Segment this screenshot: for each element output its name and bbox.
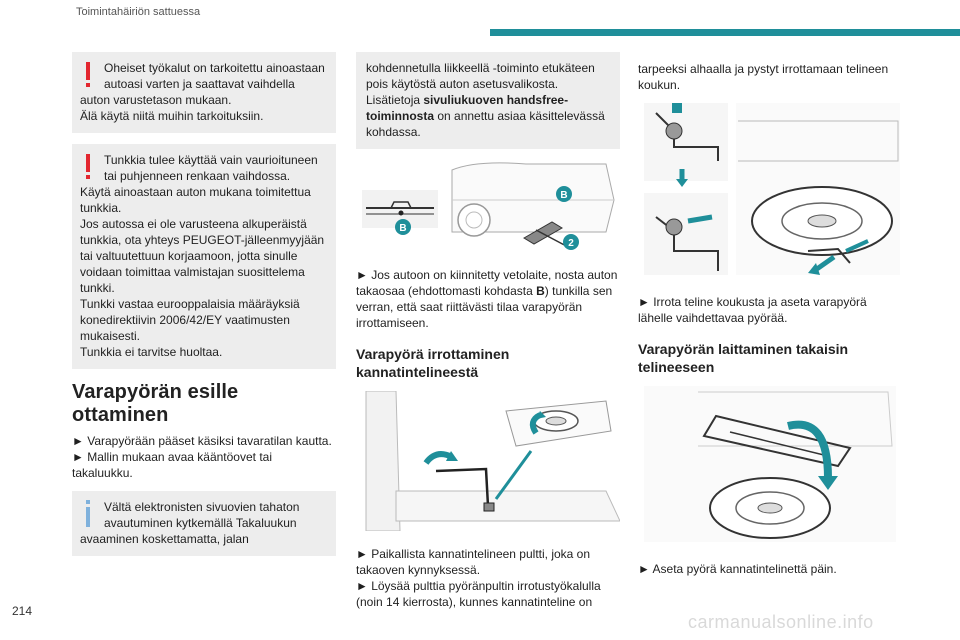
header-accent-bar	[490, 29, 960, 36]
section-heading-spare-wheel: Varapyörän esille ottaminen	[72, 381, 239, 426]
column-2: kohdennetulla liikkeellä -toiminto etukä…	[356, 52, 621, 610]
section-heading-refit-wheel: Varapyörän laittaminen takaisin telinees…	[638, 341, 849, 375]
instruction-bold: B	[536, 284, 545, 298]
unhook-carrier-illustration	[644, 103, 900, 275]
watermark: carmanualsonline.info	[688, 612, 874, 632]
instruction-face-carrier: ► Aseta pyörä kannatintelinettä päin.	[638, 562, 837, 576]
carrier-bolt-illustration	[365, 390, 621, 532]
warning-box-tools: Oheiset työkalut on tarkoitettu ainoasta…	[72, 52, 336, 133]
instruction-loosen-bolt: ► Paikallista kannatintelineen pultti, j…	[356, 547, 601, 609]
page-number: 214	[12, 604, 33, 618]
instruction-place-wheel: ► Irrota teline koukusta ja aseta varapy…	[638, 295, 867, 325]
warning-box-jack: Tunkkia tulee käyttää vain vaurioituneen…	[72, 144, 336, 369]
instruction-part: ) tunkilla sen verran, että saat riittäv…	[356, 284, 613, 330]
instruction-continued: tarpeeksi alhaalla ja pystyt irrottamaan…	[638, 62, 889, 92]
refit-wheel-illustration	[644, 386, 896, 542]
info-box-continued: kohdennetulla liikkeellä -toiminto etukä…	[356, 52, 620, 149]
figure-unhook-carrier	[638, 101, 902, 284]
label-2: 2	[568, 238, 574, 249]
figure-carrier-bolt	[356, 390, 621, 536]
instruction-text: ► Varapyörään pääset käsiksi tavaratilan…	[72, 434, 332, 480]
warning-text-tools: Oheiset työkalut on tarkoitettu ainoasta…	[80, 61, 325, 123]
warning-text-jack: Tunkkia tulee käyttää vain vaurioituneen…	[80, 153, 325, 359]
warning-icon	[80, 60, 104, 90]
info-icon	[80, 499, 104, 529]
info-text-bold: sivuliukuoven handsfree-toiminnosta	[366, 93, 569, 123]
warning-icon	[80, 152, 104, 182]
figure-jack-point: B B 2	[356, 160, 620, 257]
section-heading-remove-carrier: Varapyörä irrottaminen kannatintelineest…	[356, 346, 510, 380]
info-text-side-doors: Vältä elektronisten sivuovien tahaton av…	[80, 500, 300, 546]
info-text-part: kohdennetulla liikkeellä -toiminto etukä…	[366, 61, 595, 107]
label-b: B	[399, 223, 406, 234]
instruction-part: ► Jos autoon on kiinnitetty vetolaite, n…	[356, 268, 618, 298]
info-text-part: on annettu asiaa käsittelevässä kohdassa…	[366, 109, 605, 139]
info-box-side-doors: Vältä elektronisten sivuovien tahaton av…	[72, 491, 336, 556]
label-b: B	[560, 190, 567, 201]
instruction-towbar: ► Jos autoon on kiinnitetty vetolaite, n…	[356, 267, 620, 331]
figure-refit-wheel	[638, 386, 902, 551]
header-title: Toimintahäiriön sattuessa	[76, 6, 201, 18]
jack-point-illustration: B B 2	[362, 162, 615, 250]
column-3: tarpeeksi alhaalla ja pystyt irrottamaan…	[638, 52, 902, 577]
column-1: Oheiset työkalut on tarkoitettu ainoasta…	[72, 52, 336, 567]
